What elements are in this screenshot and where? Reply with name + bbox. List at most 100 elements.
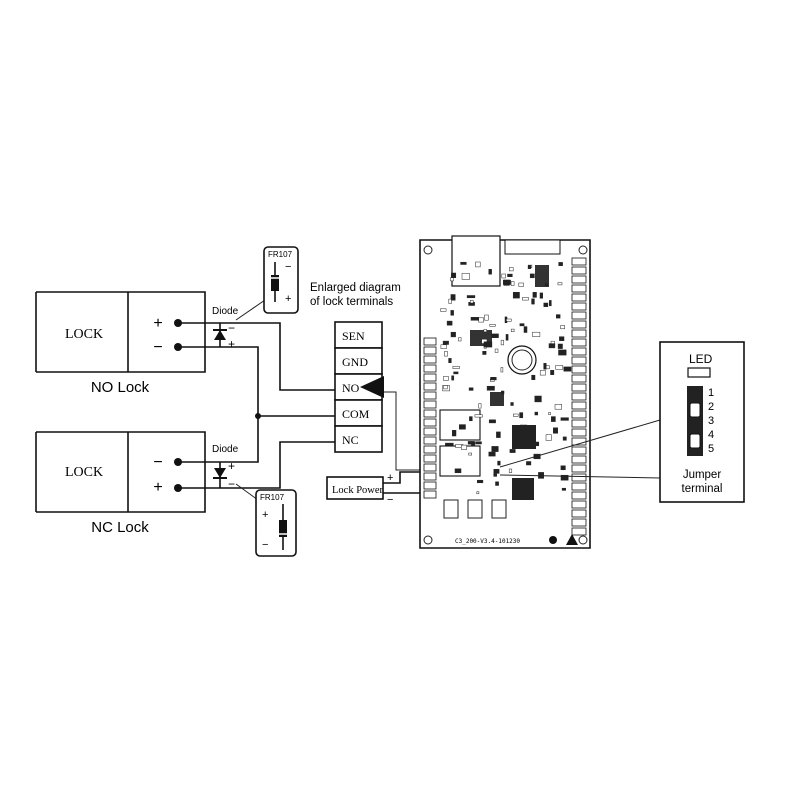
board-component xyxy=(450,294,456,301)
diode-bottom: Diode + − xyxy=(212,444,239,491)
board-connector-pin xyxy=(423,409,437,418)
board-component xyxy=(470,317,479,321)
jumper-callout-line-top xyxy=(499,419,661,468)
fr107-bottom-callout: FR107 + − xyxy=(235,483,297,557)
board-component xyxy=(491,333,499,338)
board-component xyxy=(551,416,556,422)
board-component xyxy=(543,302,549,307)
board-connector-pin xyxy=(571,356,587,365)
board-component xyxy=(488,419,496,424)
board-connector-pin xyxy=(423,400,437,409)
board-component xyxy=(558,262,563,266)
board-connector-pin xyxy=(571,446,587,455)
fr107-top-box xyxy=(263,246,299,314)
fr107-bottom-plus: + xyxy=(262,509,268,521)
no-lock-outline xyxy=(36,291,206,373)
terminal-nc xyxy=(334,425,383,453)
board-component xyxy=(531,374,536,380)
board-component xyxy=(450,310,454,316)
board-component xyxy=(526,480,531,487)
board-component xyxy=(451,272,457,278)
board-left-connectors xyxy=(423,337,437,499)
board-component xyxy=(503,279,510,286)
board-connector-pin xyxy=(423,355,437,364)
terminal-label: SEN xyxy=(342,329,365,343)
board-outline xyxy=(419,239,591,549)
board-component xyxy=(466,295,476,299)
board-component xyxy=(501,273,506,279)
board-component xyxy=(500,339,504,346)
board-component xyxy=(491,446,499,452)
board-connector-pin xyxy=(423,436,437,445)
board-component xyxy=(483,341,493,348)
board-component xyxy=(510,402,514,406)
board-connector-pin xyxy=(423,472,437,481)
no-lock-minus: − xyxy=(153,339,162,356)
board-connector-pin xyxy=(423,391,437,400)
board-connector-pin xyxy=(571,320,587,329)
board-component xyxy=(527,437,531,445)
board-component xyxy=(493,473,497,477)
board-connector-pin xyxy=(571,329,587,338)
board-component xyxy=(560,417,569,421)
diode-bottom-label: Diode xyxy=(212,444,239,455)
jumper-pin-number: 2 xyxy=(708,401,714,413)
board-connector-pin xyxy=(571,284,587,293)
enlarged-line2: of lock terminals xyxy=(310,296,393,308)
board-component xyxy=(533,441,540,447)
board-component xyxy=(461,273,470,280)
lock-power-minus: − xyxy=(387,494,393,506)
board-component xyxy=(505,334,509,341)
board-connector-pin xyxy=(571,500,587,509)
nc-lock-outline xyxy=(36,431,206,513)
board-component xyxy=(488,269,492,275)
diode-bottom-minus: − xyxy=(228,477,235,491)
board-component xyxy=(506,318,512,322)
jumper-pin-number: 3 xyxy=(708,415,714,427)
board-component xyxy=(459,424,466,430)
board-connector-pin xyxy=(571,311,587,320)
fr107-top-plus: + xyxy=(285,293,291,305)
board-component xyxy=(519,323,525,327)
wire-nc-plus-to-nc xyxy=(178,441,335,489)
board-connector-pin xyxy=(423,373,437,382)
board-component xyxy=(512,292,520,299)
fr107-bottom-label: FR107 xyxy=(260,493,285,502)
board-component xyxy=(561,487,566,491)
board-component xyxy=(451,375,455,381)
board-component xyxy=(532,331,541,337)
board-component xyxy=(440,344,447,349)
board-component xyxy=(452,430,457,437)
board-component xyxy=(510,328,515,332)
board-component xyxy=(529,273,535,279)
fr107-top-minus: − xyxy=(285,261,291,273)
board-top-module xyxy=(451,235,501,287)
diode-top-symbol xyxy=(214,330,226,340)
board-connector-pin xyxy=(571,455,587,464)
terminal-com xyxy=(334,399,383,427)
lock-power-label: Lock Power xyxy=(332,485,384,496)
board-connector-pin xyxy=(423,454,437,463)
lock-power: Lock Power + − xyxy=(326,472,393,506)
board-connector-pin xyxy=(571,509,587,518)
com-junction xyxy=(255,413,261,419)
board-connector-pin xyxy=(571,365,587,374)
board-component xyxy=(534,411,538,416)
board-connector-pin xyxy=(571,347,587,356)
board-component xyxy=(469,416,473,422)
board-component xyxy=(544,283,549,286)
no-lock-label: LOCK xyxy=(65,327,103,342)
board-component xyxy=(560,474,569,481)
jumper-callout: LED 1 2 3 4 5 Jumper terminal xyxy=(499,341,745,503)
board-component xyxy=(560,325,565,330)
board-component xyxy=(484,314,489,321)
board-component xyxy=(458,337,462,342)
jumper-pin-number: 1 xyxy=(708,387,714,399)
board-component xyxy=(450,277,454,282)
board-component xyxy=(532,292,537,298)
board-component xyxy=(470,300,474,304)
board-connector-pin xyxy=(571,518,587,527)
wire-no-plus-to-no xyxy=(178,322,335,391)
terminal-gnd xyxy=(334,347,383,375)
